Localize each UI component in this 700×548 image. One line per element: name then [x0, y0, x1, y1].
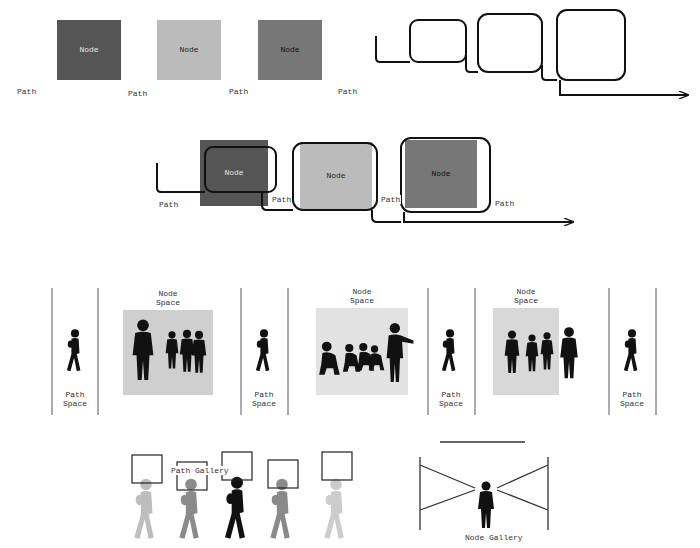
node-box: Node: [157, 20, 221, 80]
node-space-ground: [123, 310, 213, 395]
path-line: [157, 163, 205, 192]
divider-line: [52, 288, 53, 415]
node-label: Node: [326, 171, 345, 180]
path-label: Path: [16, 87, 37, 96]
person-silhouette: [180, 330, 194, 372]
picture-frame: [322, 452, 352, 480]
path-arrow: [404, 212, 573, 222]
divider-line: [656, 288, 657, 415]
path-gallery-figure: [132, 452, 352, 539]
view-line: [497, 490, 548, 510]
path-label: Path Gallery: [170, 466, 230, 475]
node-heading: Node Space: [153, 289, 183, 307]
node-heading: Node Space: [347, 287, 377, 305]
node-space-grounds: [123, 308, 559, 395]
path-label: Path: [158, 200, 179, 209]
node-label: Node: [79, 45, 98, 54]
walker-silhouette: [324, 479, 343, 539]
node-gallery-figure: [420, 442, 548, 530]
divider-line: [98, 288, 99, 415]
view-line: [497, 465, 548, 488]
divider-line: [288, 288, 289, 415]
path-line: [262, 192, 293, 210]
path-label: Node Gallery: [464, 533, 524, 542]
node-box: Node: [57, 20, 121, 80]
path-arrow: [560, 80, 688, 95]
walker-silhouette: [67, 329, 81, 371]
path-label: Path Space: [434, 390, 468, 408]
walker-silhouette: [256, 329, 270, 371]
person-silhouette: [387, 323, 414, 382]
node-label: Node: [280, 45, 299, 54]
node-label: Node: [431, 169, 450, 178]
path-label: Path: [127, 89, 148, 98]
walker-silhouette: [442, 329, 456, 371]
node-box: Node: [258, 20, 322, 80]
person-silhouette: [478, 482, 494, 529]
node-space-ground: [493, 308, 559, 395]
path-line: [372, 210, 401, 222]
node-fill: [200, 140, 268, 206]
view-line: [420, 465, 475, 488]
path-label: Path: [380, 195, 401, 204]
divider-line: [475, 288, 476, 415]
node-label: Node: [224, 168, 243, 177]
path-label: Path: [494, 199, 515, 208]
walker-silhouette: [179, 479, 198, 539]
person-silhouette: [133, 319, 154, 379]
node-fill: [300, 142, 372, 210]
path-line: [376, 36, 410, 62]
loop-outline: [478, 14, 542, 72]
wall-line: [440, 441, 525, 442]
crouch-silhouette: [369, 345, 385, 370]
person-silhouette: [560, 327, 578, 378]
wall-line: [419, 457, 420, 530]
path-label: Path Space: [58, 390, 92, 408]
space-dividers: [52, 288, 656, 415]
divider-line: [428, 288, 429, 415]
walker-silhouette: [624, 329, 638, 371]
walker-silhouette: [225, 477, 245, 539]
path-label: Path: [228, 87, 249, 96]
path-line: [542, 65, 557, 80]
path-loop-figure: [376, 10, 688, 95]
view-line: [420, 490, 475, 510]
path-label: Path: [271, 195, 292, 204]
divider-line: [609, 288, 610, 415]
loop-outline: [410, 20, 466, 62]
walker-silhouette: [134, 479, 153, 539]
node-box: Node: [300, 142, 372, 210]
crouch-silhouette: [319, 342, 340, 375]
path-label: Path Space: [247, 390, 281, 408]
person-silhouette: [541, 332, 554, 369]
picture-frame: [268, 460, 298, 488]
loop-outline: [205, 147, 276, 192]
path-line: [466, 55, 478, 72]
loop-outline: [293, 143, 377, 210]
node-space: Node Space: [316, 308, 408, 395]
person-silhouette: [526, 334, 539, 371]
person-silhouette: [192, 331, 206, 373]
node-box: Node: [200, 140, 268, 206]
silhouettes: [67, 319, 638, 381]
node-label: Node: [179, 45, 198, 54]
node-fill: [405, 140, 477, 208]
node-space: Node Space: [123, 310, 213, 395]
path-label: Path Space: [615, 390, 649, 408]
picture-frame: [132, 455, 162, 483]
loop-outline: [401, 138, 490, 212]
node-heading: Node Space: [511, 287, 541, 305]
path-label: Path: [337, 87, 358, 96]
node-space: Node Space: [493, 308, 559, 395]
divider-line: [241, 288, 242, 415]
node-box: Node: [405, 140, 477, 208]
person-silhouette: [505, 330, 520, 373]
loop-outline: [557, 10, 625, 80]
person-silhouette: [166, 331, 179, 368]
wall-line: [547, 457, 548, 530]
